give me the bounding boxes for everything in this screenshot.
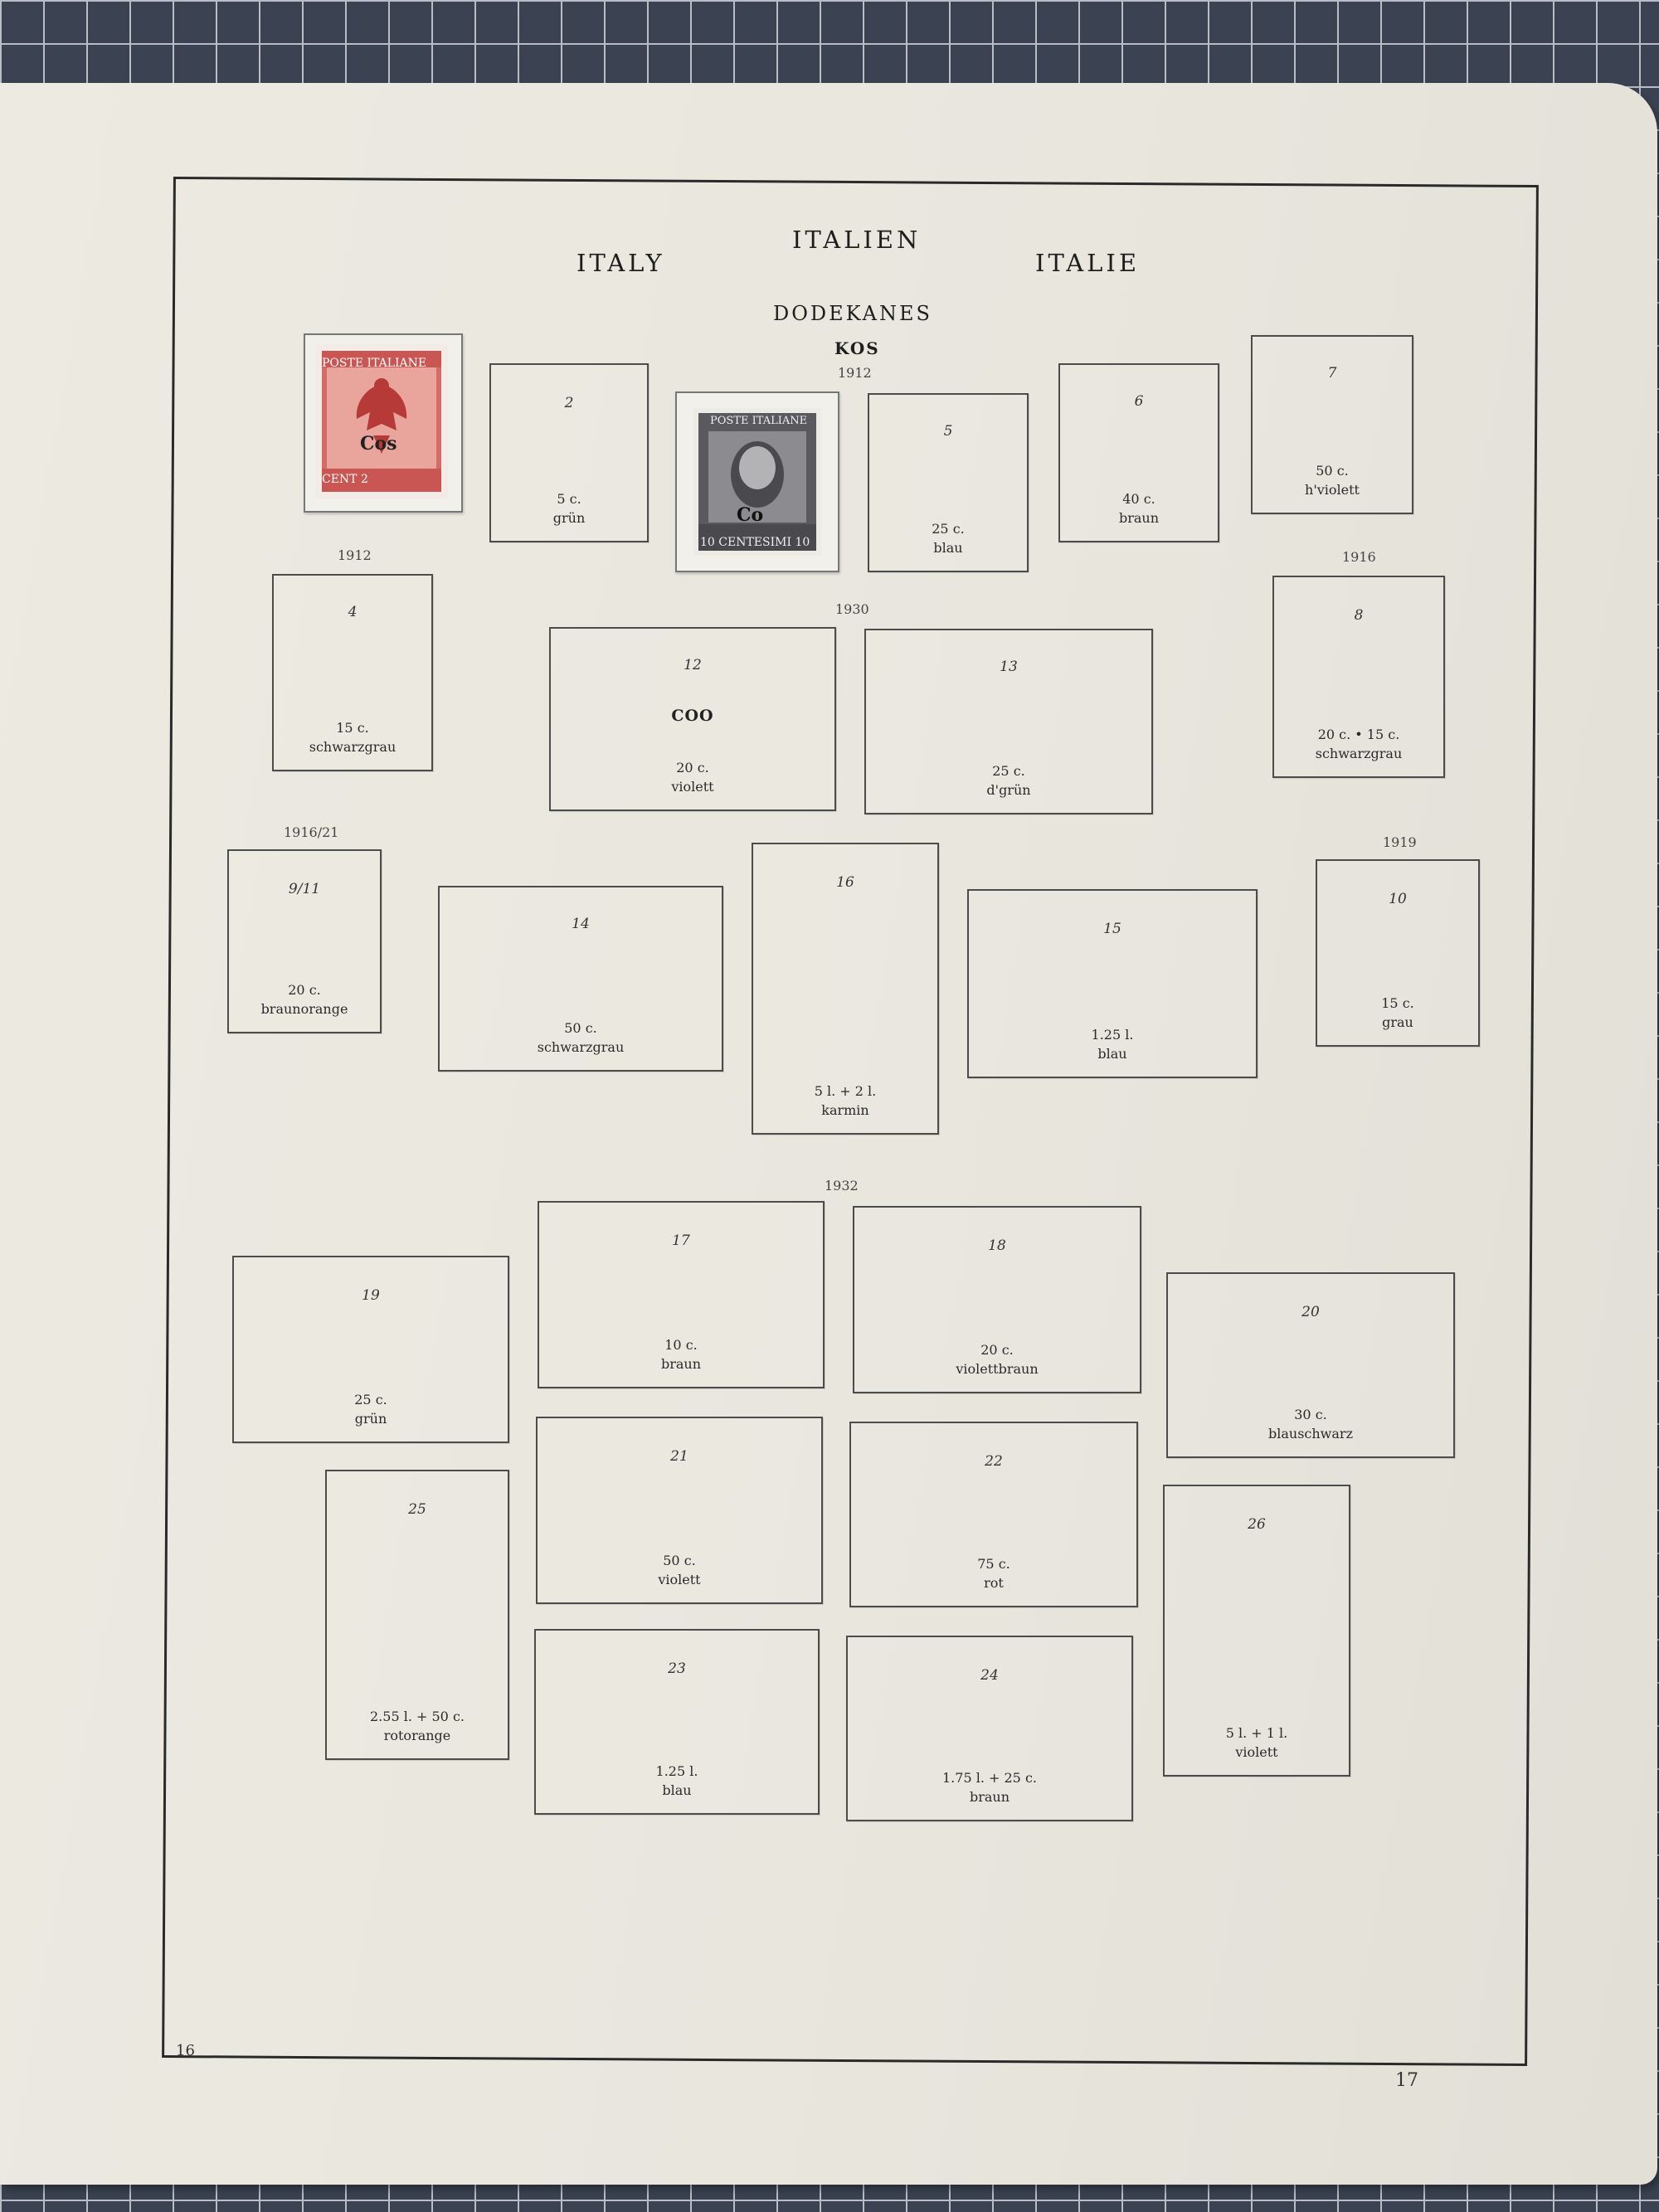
- year-label: 1916: [1342, 549, 1376, 565]
- denomination: 25 c.blau: [932, 521, 965, 556]
- catalog-number: 10: [1389, 891, 1407, 907]
- year-label: 1932: [825, 1178, 859, 1194]
- denomination: 30 c.blauschwarz: [1268, 1407, 1353, 1441]
- stamp-space: 26 5 l. + 1 l.violett: [1163, 1485, 1350, 1777]
- year-label: 1912: [838, 365, 872, 381]
- catalog-number: 9/11: [288, 881, 321, 897]
- catalog-number: 25: [408, 1501, 426, 1518]
- page-number-right: 17: [1395, 2070, 1418, 2091]
- denomination: 15 c.schwarzgrau: [309, 720, 397, 755]
- stamp-space: 22 75 c.rot: [849, 1422, 1138, 1607]
- denomination: 50 c.violett: [658, 1553, 701, 1587]
- stamp-space: 21 50 c.violett: [536, 1417, 823, 1604]
- stamp-space: 19 25 c.grün: [232, 1256, 509, 1443]
- denomination: 1.25 l.blau: [1091, 1027, 1134, 1062]
- stamp-mount: POSTE ITALIANE Cos CENT 2: [304, 333, 463, 513]
- year-label: 1912: [338, 547, 372, 563]
- stamp-space: 15 1.25 l.blau: [967, 889, 1258, 1078]
- denomination: 1.25 l.blau: [655, 1763, 698, 1798]
- page-number-left: 16: [176, 2042, 195, 2059]
- denomination: 25 c.grün: [354, 1392, 387, 1427]
- catalog-number: 6: [1134, 393, 1144, 410]
- denomination: 50 c.schwarzgrau: [537, 1020, 625, 1055]
- year-label: 1930: [835, 601, 869, 617]
- stamp-space: 12 COO 20 c.violett: [549, 627, 836, 811]
- denomination: 20 c.violett: [671, 760, 714, 795]
- catalog-number: 7: [1327, 365, 1337, 382]
- catalog-number: 5: [943, 423, 953, 440]
- stamp-label: POSTE ITALIANE: [322, 357, 427, 370]
- stamp-space: 7 50 c.h'violett: [1251, 335, 1413, 514]
- denomination: 40 c.braun: [1118, 491, 1160, 526]
- denomination: 20 c.braunorange: [260, 982, 348, 1017]
- stamp-space: 5 25 c.blau: [868, 393, 1029, 572]
- denomination: 25 c.d'grün: [986, 763, 1031, 798]
- year-label: 1916/21: [284, 824, 339, 840]
- section-title: DODEKANES: [773, 302, 932, 325]
- portrait-stamp-icon: [693, 408, 821, 556]
- title-italien: ITALIEN: [792, 226, 922, 254]
- denomination: 10 c.braun: [660, 1337, 702, 1372]
- catalog-number: 14: [572, 916, 590, 932]
- catalog-number: 17: [672, 1232, 690, 1249]
- stamp-space: 13 25 c.d'grün: [864, 629, 1153, 814]
- stamp-space: 8 20 c. • 15 c.schwarzgrau: [1272, 576, 1445, 778]
- catalog-number: 22: [985, 1453, 1003, 1470]
- stamp-space: 25 2.55 l. + 50 c.rotorange: [325, 1470, 509, 1760]
- stamp-overprint: Cos: [360, 433, 397, 455]
- stamp-space: 23 1.25 l.blau: [534, 1629, 820, 1815]
- stamp-space: 6 40 c.braun: [1058, 363, 1219, 542]
- stamp-space: 17 10 c.braun: [538, 1201, 825, 1388]
- catalog-number: 13: [1000, 659, 1018, 675]
- stamp-space: 20 30 c.blauschwarz: [1166, 1272, 1455, 1458]
- stamp-space: 4 15 c.schwarzgrau: [272, 574, 433, 771]
- denomination: 50 c.h'violett: [1305, 463, 1360, 498]
- stamp-value: 10 CENTESIMI 10: [700, 536, 810, 549]
- stamp-space: 16 5 l. + 2 l.karmin: [752, 843, 939, 1135]
- stamp-space: 14 50 c.schwarzgrau: [438, 886, 723, 1072]
- catalog-number: 19: [362, 1287, 380, 1304]
- stamp-label: POSTE ITALIANE: [710, 415, 808, 427]
- subsection-title: KOS: [834, 338, 880, 358]
- denomination: 5 c.grün: [552, 491, 586, 526]
- title-italie: ITALIE: [1035, 249, 1141, 277]
- stamp-value: CENT 2: [322, 473, 368, 486]
- overprint-sample: COO: [671, 707, 714, 725]
- stamp-space: 24 1.75 l. + 25 c.braun: [846, 1636, 1133, 1821]
- denomination: 20 c.violettbraun: [956, 1342, 1039, 1377]
- stamp-space: 9/11 20 c.braunorange: [227, 849, 382, 1033]
- catalog-number: 2: [564, 395, 574, 411]
- catalog-number: 8: [1354, 607, 1364, 624]
- catalog-number: 21: [670, 1448, 688, 1465]
- denomination: 1.75 l. + 25 c.braun: [942, 1770, 1037, 1805]
- title-italy: ITALY: [577, 249, 665, 277]
- stamp-space: 10 15 c.grau: [1316, 859, 1480, 1047]
- year-label: 1919: [1383, 834, 1417, 850]
- denomination: 5 l. + 2 l.karmin: [814, 1083, 877, 1118]
- denomination: 2.55 l. + 50 c.rotorange: [370, 1709, 465, 1743]
- catalog-number: 15: [1103, 921, 1121, 937]
- catalog-number: 18: [988, 1237, 1006, 1254]
- stamp-mount: POSTE ITALIANE Co 10 CENTESIMI 10: [675, 391, 839, 572]
- catalog-number: 4: [348, 604, 358, 620]
- catalog-number: 26: [1248, 1516, 1266, 1533]
- denomination: 75 c.rot: [977, 1556, 1010, 1591]
- denomination: 20 c. • 15 c.schwarzgrau: [1315, 727, 1403, 761]
- catalog-number: 12: [684, 657, 702, 673]
- denomination: 5 l. + 1 l.violett: [1225, 1725, 1288, 1760]
- catalog-number: 23: [668, 1660, 686, 1677]
- stamp-space: 18 20 c.violettbraun: [853, 1206, 1141, 1393]
- eagle-stamp-icon: [315, 344, 448, 498]
- catalog-number: 24: [980, 1667, 999, 1684]
- stamp-overprint: Co: [737, 504, 764, 526]
- catalog-number: 20: [1301, 1304, 1320, 1320]
- stamp-space: 2 5 c.grün: [489, 363, 649, 542]
- catalog-number: 16: [836, 874, 854, 891]
- denomination: 15 c.grau: [1381, 995, 1414, 1030]
